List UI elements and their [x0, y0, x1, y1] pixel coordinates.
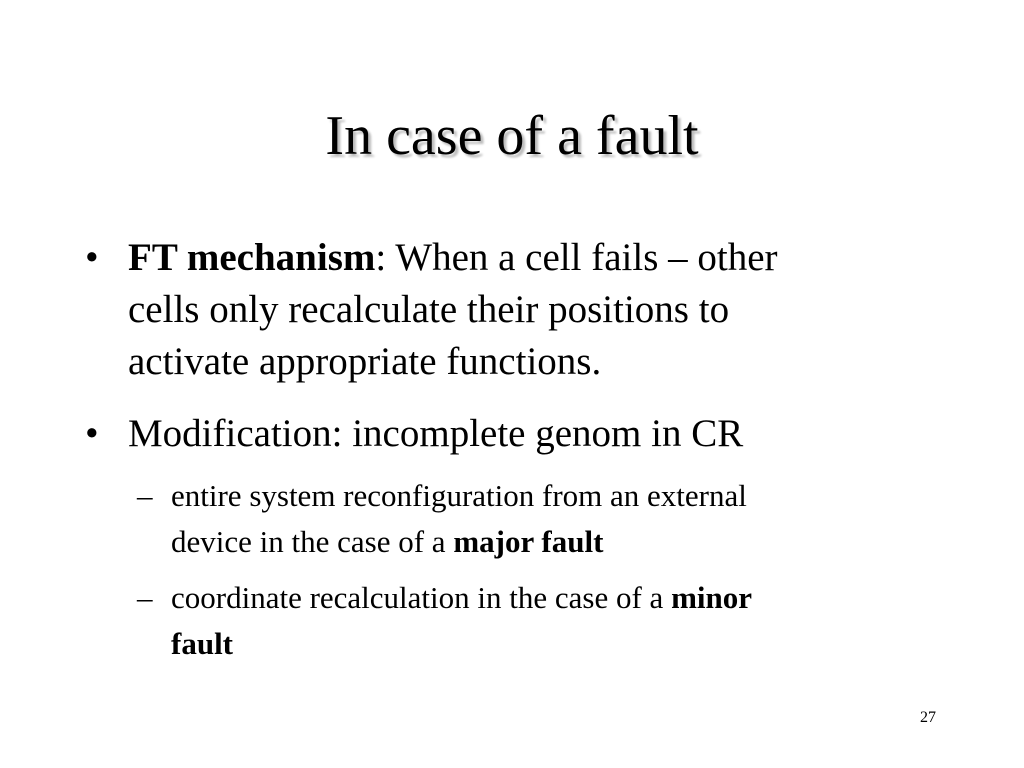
sub-bullet-bold-text: minor — [671, 580, 752, 615]
bullet-line-1: FT mechanism: When a cell fails – other — [128, 232, 778, 284]
sub-bullet-line-1: entire system reconfiguration from an ex… — [171, 478, 747, 513]
bullet-body: FT mechanism: When a cell fails – other … — [128, 232, 778, 388]
bullet-lead-bold: FT mechanism — [128, 236, 376, 279]
page-number: 27 — [920, 709, 936, 726]
sub-bullet-line-1: coordinate recalculation in the case of … — [171, 575, 752, 621]
sub-bullet-minor-fault: – coordinate recalculation in the case o… — [137, 575, 937, 669]
bullet-text: Modification: incomplete genom in CR — [128, 412, 744, 455]
bullet-ft-mechanism: • FT mechanism: When a cell fails – othe… — [85, 232, 945, 392]
sub-bullet-bold-text: major fault — [453, 524, 604, 559]
sub-bullet-body: coordinate recalculation in the case of … — [171, 575, 752, 667]
bullet-line-3: activate appropriate functions. — [128, 340, 602, 383]
bullet-marker: • — [85, 236, 99, 279]
sub-bullet-body: entire system reconfiguration from an ex… — [171, 473, 747, 565]
bullet-modification: • Modification: incomplete genom in CR — [85, 408, 945, 464]
bullet-line-2: cells only recalculate their positions t… — [128, 288, 730, 331]
slide-title: In case of a fault — [325, 105, 699, 167]
sub-bullet-line-2: fault — [171, 621, 752, 667]
sub-bullet-line-2: device in the case of a major fault — [171, 519, 747, 565]
sub-bullet-bold-text: fault — [171, 626, 233, 661]
sub-bullet-major-fault: – entire system reconfiguration from an … — [137, 473, 937, 567]
bullet-line-1-rest: : When a cell fails – other — [375, 236, 778, 279]
sub-bullet-plain-text: device in the case of a — [171, 524, 454, 559]
sub-bullet-plain-text: coordinate recalculation in the case of … — [171, 580, 672, 615]
bullet-marker: • — [85, 412, 99, 455]
sub-bullet-marker: – — [137, 478, 153, 513]
sub-bullet-marker: – — [137, 580, 153, 615]
